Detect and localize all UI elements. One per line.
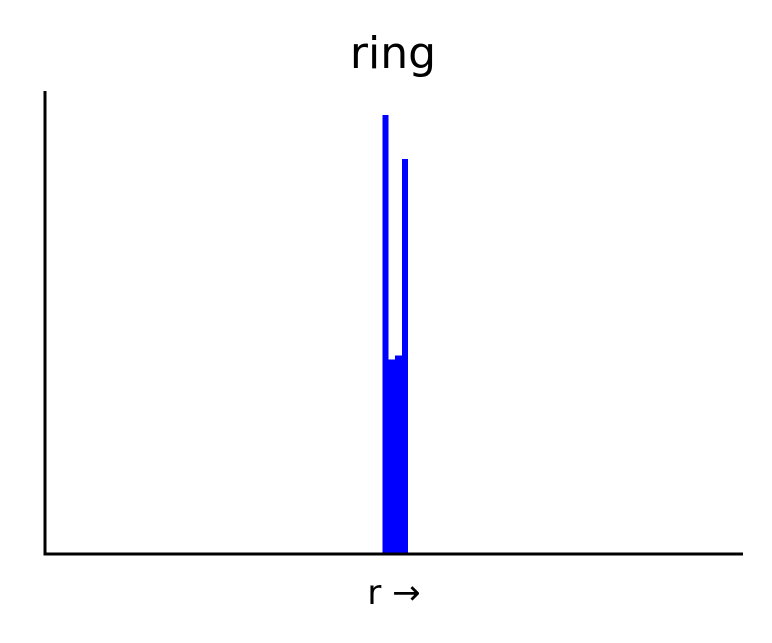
- histogram-bar-3: [394, 355, 402, 554]
- chart-title: ring: [350, 28, 436, 79]
- x-axis-label: r →: [367, 573, 420, 613]
- histogram-bars: [382, 115, 408, 554]
- histogram-bar-2: [388, 359, 395, 554]
- histogram-bar-4: [401, 158, 408, 554]
- histogram-bar-1: [382, 115, 389, 554]
